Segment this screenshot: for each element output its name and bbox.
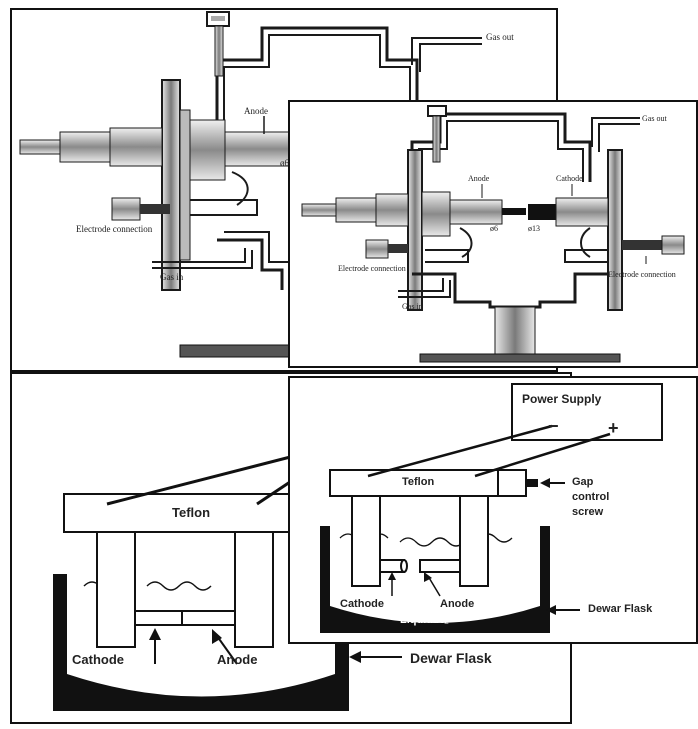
dewar-flask-label: Dewar Flask xyxy=(588,603,653,615)
plus-terminal-label: + xyxy=(608,418,619,438)
chamber-drawing-front xyxy=(301,105,685,363)
cathode-label: Cathode xyxy=(72,652,124,667)
chamber-diagram-front: Gas out Anode Cathode ø6 ø13 Electrode c… xyxy=(288,100,698,368)
dewar-drawing-front xyxy=(320,383,663,633)
electrode-connection-left-label: Electrode connection xyxy=(338,264,406,273)
dewar-diagram-front: Power Supply − + Teflon Gap control scre… xyxy=(288,376,698,644)
anode-label: Anode xyxy=(217,652,258,667)
gas-in-label: Gas in xyxy=(160,272,184,282)
cathode-label: Cathode xyxy=(556,174,583,183)
gas-out-label: Gas out xyxy=(642,114,667,123)
minus-terminal-label: − xyxy=(548,416,559,436)
power-supply-label: Power Supply xyxy=(522,392,602,406)
electrode-connection-label: Electrode connection xyxy=(76,224,153,234)
gap-control-screw-label-line3: screw xyxy=(572,506,604,518)
cathode-label: Cathode xyxy=(340,598,384,610)
electrode-connection-right-label: Electrode connection xyxy=(608,270,676,279)
diameter-label: ø6 xyxy=(280,158,289,168)
liquid-nitrogen-label: Liquid N₂ xyxy=(400,614,449,626)
gas-in-label: Gas in xyxy=(402,302,423,311)
cathode-diameter-label: ø13 xyxy=(528,224,540,233)
chamber-drawing-back xyxy=(19,11,482,358)
liquid-nitrogen-label: Liquid N₂ xyxy=(147,672,205,687)
dewar-flask-label: Dewar Flask xyxy=(410,650,492,666)
gap-control-screw-label-line2: control xyxy=(572,491,610,503)
teflon-label: Teflon xyxy=(172,505,211,520)
teflon-label: Teflon xyxy=(402,476,435,488)
gap-control-screw-label-line1: Gap xyxy=(572,476,594,488)
anode-label: Anode xyxy=(244,106,268,116)
gas-out-label: Gas out xyxy=(486,32,514,42)
anode-diameter-label: ø6 xyxy=(490,224,498,233)
anode-label: Anode xyxy=(468,174,490,183)
anode-label: Anode xyxy=(440,598,475,610)
